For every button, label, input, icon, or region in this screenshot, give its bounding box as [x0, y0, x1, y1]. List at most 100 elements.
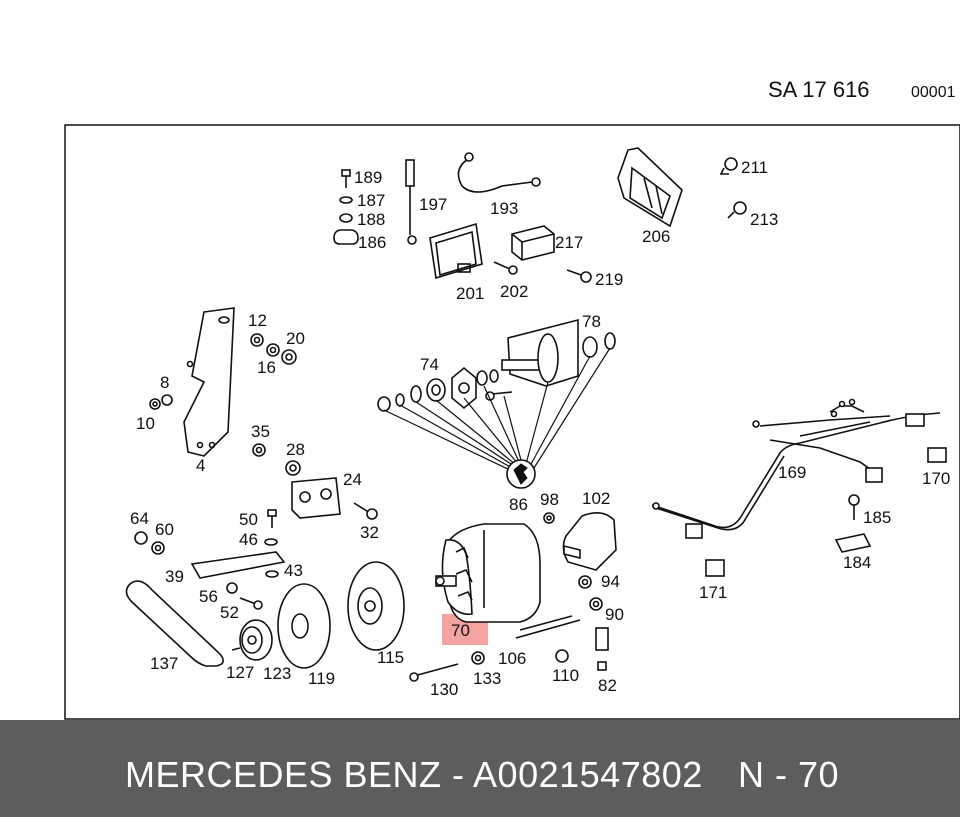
callout-28: 28: [286, 440, 305, 459]
callout-219: 219: [595, 270, 623, 289]
clip-171: [705, 559, 725, 577]
pulley-123: [239, 619, 273, 661]
nut-20: [281, 349, 297, 365]
callout-206: 206: [642, 227, 670, 246]
callout-189: 189: [354, 168, 382, 187]
callout-98: 98: [540, 490, 559, 509]
part-number-caption: MERCEDES BENZ - A0021547802: [125, 754, 703, 795]
alternator-70: [435, 523, 541, 623]
screw-185: [848, 494, 860, 520]
callout-217: 217: [555, 233, 583, 252]
callout-170: 170: [922, 469, 950, 488]
callout-32: 32: [360, 523, 379, 542]
regulator-102: [562, 512, 617, 571]
washer-74c: [410, 385, 422, 403]
footer-bar: [0, 720, 960, 817]
callout-184: 184: [843, 553, 871, 572]
callout-43: 43: [284, 561, 303, 580]
callout-193: 193: [490, 199, 518, 218]
callout-211: 211: [741, 158, 768, 177]
callout-52: 52: [220, 603, 239, 622]
washer-43: [265, 570, 279, 578]
callout-186: 186: [358, 233, 386, 252]
nut-35: [252, 443, 266, 457]
control-module-201: [429, 222, 483, 280]
callout-35: 35: [251, 422, 270, 441]
drawing-reference: SA 17 616: [768, 77, 870, 102]
nut-133: [471, 651, 485, 665]
strap-106: [515, 615, 581, 639]
bolt-50: [267, 509, 277, 528]
callout-110: 110: [552, 666, 579, 685]
callout-102: 102: [582, 489, 610, 508]
callout-12: 12: [248, 311, 267, 330]
callout-94: 94: [601, 572, 620, 591]
bearing-74: [426, 378, 446, 402]
nut-64: [134, 531, 148, 545]
callout-24: 24: [343, 470, 362, 489]
bulb-213: [727, 201, 747, 219]
fan-119: [277, 583, 331, 669]
bolt-130: [409, 663, 459, 682]
clip-186: [333, 229, 359, 245]
callout-185: 185: [863, 508, 891, 527]
callout-39: 39: [165, 567, 184, 586]
callout-127: 127: [226, 663, 254, 682]
clamp-184: [834, 533, 872, 553]
washer-187: [339, 196, 353, 204]
callout-74: 74: [420, 355, 439, 374]
washer-12: [250, 333, 264, 347]
callout-rays-86: [383, 347, 611, 471]
callout-78: 78: [582, 312, 601, 331]
clip-110: [555, 649, 569, 663]
connector-170: [927, 447, 947, 463]
callout-60: 60: [155, 520, 174, 539]
relay-217: [511, 225, 555, 261]
callout-187: 187: [357, 191, 385, 210]
bracket-206: [617, 147, 683, 228]
callout-106: 106: [498, 649, 526, 668]
callout-90: 90: [605, 605, 624, 624]
callout-82: 82: [598, 676, 617, 695]
bracket-39: [190, 551, 286, 579]
bracket-4: [183, 307, 235, 457]
callout-56: 56: [199, 587, 218, 606]
position-caption: N - 70: [738, 754, 840, 795]
callout-130: 130: [430, 680, 458, 699]
nut-90: [589, 597, 603, 611]
wiring-harness-169: [651, 398, 941, 539]
callout-115: 115: [377, 648, 404, 667]
ring-74: [476, 369, 499, 386]
nut-94: [578, 575, 592, 589]
callout-64: 64: [130, 509, 149, 528]
pin-127: [231, 647, 241, 651]
callout-188: 188: [357, 210, 385, 229]
callout-labels: 189 187 188 186 197 193 201 202 217 219 …: [130, 158, 950, 699]
callout-213: 213: [750, 210, 778, 229]
washer-74b: [395, 393, 405, 407]
screw-219: [566, 269, 592, 283]
nut-60: [151, 541, 165, 555]
plug-82: [595, 627, 609, 671]
callout-8: 8: [160, 373, 169, 392]
callout-133: 133: [473, 669, 501, 688]
callout-119: 119: [308, 669, 335, 688]
nut-98: [543, 512, 555, 524]
nut-56: [226, 582, 238, 594]
nut-10: [149, 398, 161, 410]
callout-50: 50: [239, 510, 258, 529]
callout-16: 16: [257, 358, 276, 377]
callout-197: 197: [419, 195, 447, 214]
callout-171: 171: [699, 583, 727, 602]
washer-16: [266, 343, 280, 357]
fan-115: [347, 561, 405, 651]
washer-74a: [377, 396, 391, 412]
bolt-32: [353, 502, 378, 520]
washer-188: [339, 213, 353, 223]
washer-46: [264, 538, 278, 546]
nut-28: [285, 460, 301, 476]
bolt-52: [239, 597, 263, 610]
wrench-icon: [506, 459, 536, 489]
callout-46: 46: [239, 530, 258, 549]
